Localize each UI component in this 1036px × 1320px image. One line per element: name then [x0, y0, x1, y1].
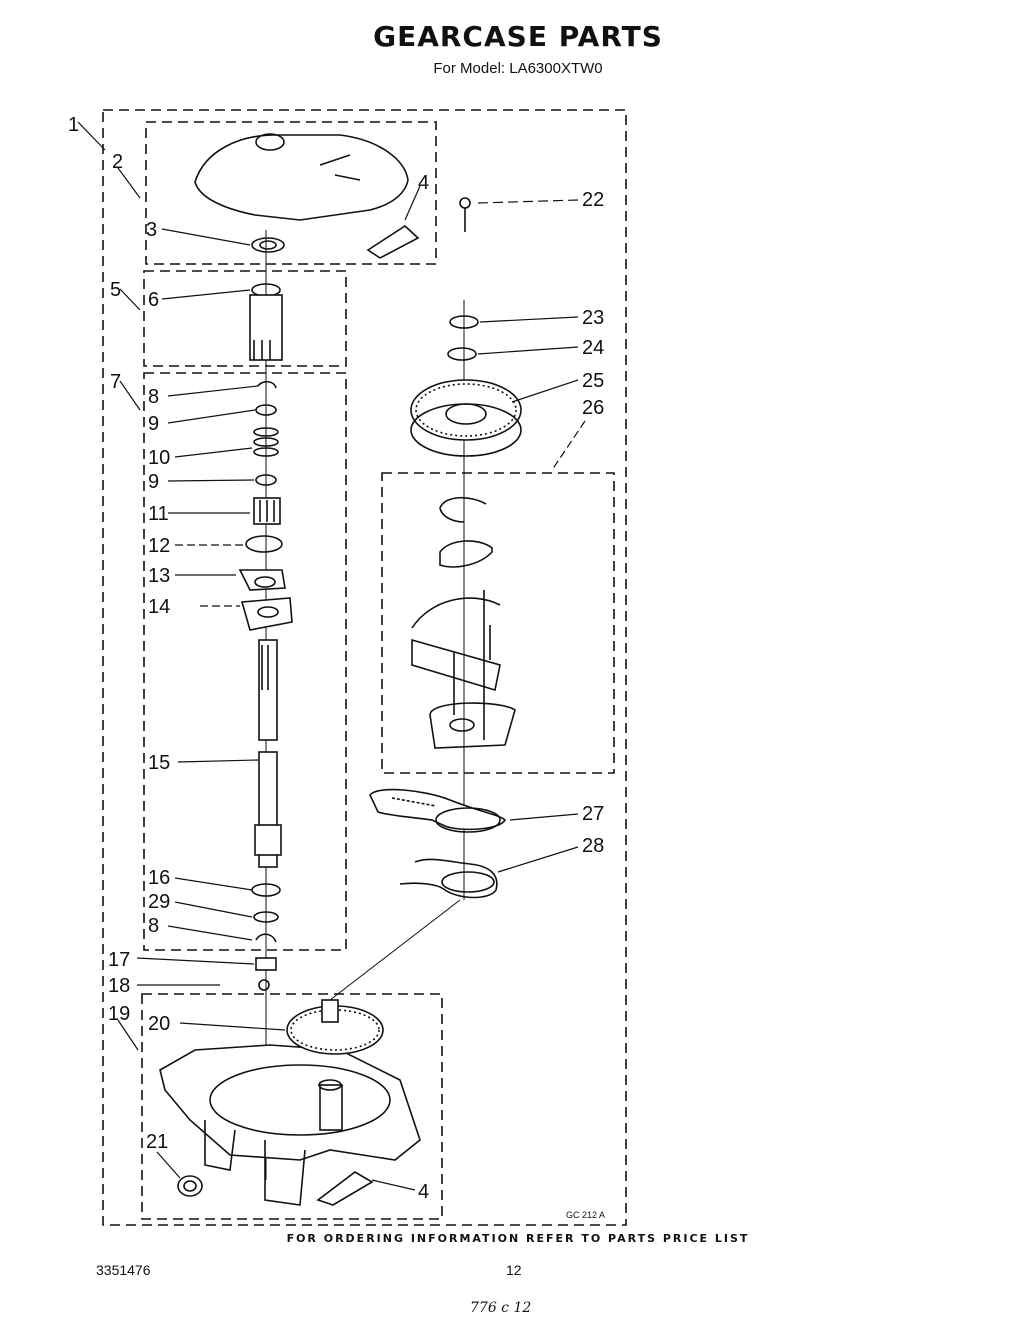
callout-4-bottom: 4 — [418, 1181, 429, 1203]
screw-part-22 — [459, 197, 471, 232]
gear-part-20 — [286, 999, 384, 1055]
callout-28: 28 — [582, 835, 604, 857]
gearcase-base-part-19 — [159, 1044, 421, 1206]
gearcase-cover — [194, 133, 409, 221]
callout-20: 20 — [148, 1013, 170, 1035]
callout-10: 10 — [148, 447, 170, 469]
agitator-shaft-part-15 — [254, 639, 282, 868]
spring-part-10 — [253, 427, 279, 457]
model-subtitle: For Model: LA6300XTW0 — [433, 60, 603, 77]
callout-9-first: 9 — [148, 413, 159, 435]
plug-part-21 — [177, 1175, 203, 1197]
callout-14: 14 — [148, 596, 170, 618]
callout-24: 24 — [582, 337, 604, 359]
clip-part-8b — [255, 933, 277, 943]
callout-7: 7 — [110, 371, 121, 393]
page-title: GEARCASE PARTS — [373, 20, 663, 53]
washer-part-29 — [253, 911, 279, 923]
seal-part-3 — [251, 237, 285, 253]
callout-8-bottom: 8 — [148, 915, 159, 937]
washer-part-9b — [255, 474, 277, 486]
callout-9-second: 9 — [148, 471, 159, 493]
bearing-part-17 — [255, 957, 277, 971]
callout-13: 13 — [148, 565, 170, 587]
page-number: 12 — [506, 1262, 522, 1278]
callout-1: 1 — [68, 114, 79, 136]
gear-part-11 — [253, 497, 281, 525]
figure-code: GC 212 A — [566, 1210, 605, 1220]
washer-part-23 — [449, 315, 479, 329]
callout-2: 2 — [112, 151, 123, 173]
ordering-note: FOR ORDERING INFORMATION REFER TO PARTS … — [286, 1232, 750, 1245]
callout-12: 12 — [148, 535, 170, 557]
assembly-frame-19 — [141, 993, 443, 1220]
assembly-frame-1 — [102, 109, 627, 1226]
clutch-assembly-part-26 — [411, 496, 516, 749]
assembly-frame-26 — [381, 472, 615, 774]
grease-tube-bottom — [316, 1171, 374, 1206]
cam-part-14 — [240, 597, 293, 631]
handwritten-note: 776 c 12 — [470, 1300, 532, 1316]
ball-part-18 — [258, 979, 270, 991]
callout-22: 22 — [582, 189, 604, 211]
gear-part-25 — [410, 379, 522, 457]
callout-3: 3 — [146, 219, 157, 241]
callout-11: 11 — [148, 503, 169, 525]
callout-19: 19 — [108, 1003, 130, 1025]
washer-part-9a — [255, 404, 277, 416]
callout-4-top: 4 — [418, 172, 429, 194]
assembly-frame-2 — [145, 121, 437, 265]
document-number: 3351476 — [96, 1262, 151, 1278]
callout-18: 18 — [108, 975, 130, 997]
leader-lines — [77, 121, 586, 1191]
washer-part-24 — [447, 347, 477, 361]
callout-29: 29 — [148, 891, 170, 913]
callout-26: 26 — [582, 397, 604, 419]
callout-16: 16 — [148, 867, 170, 889]
ring-part-12 — [245, 535, 283, 553]
callout-21: 21 — [146, 1131, 168, 1153]
shifter-fork-part-27 — [369, 788, 506, 833]
callout-15: 15 — [148, 752, 170, 774]
assembly-frame-5 — [143, 270, 347, 367]
clip-part-8a — [257, 380, 277, 389]
callout-25: 25 — [582, 370, 604, 392]
spring-clip-part-28 — [399, 858, 498, 899]
assembly-frame-7 — [143, 372, 347, 951]
callout-8-top: 8 — [148, 386, 159, 408]
grease-tube-top — [366, 224, 420, 259]
callout-23: 23 — [582, 307, 604, 329]
callout-27: 27 — [582, 803, 604, 825]
pinion-part-6 — [249, 283, 283, 361]
cam-part-13 — [238, 569, 286, 591]
callout-6: 6 — [148, 289, 159, 311]
callout-17: 17 — [108, 949, 130, 971]
callout-5: 5 — [110, 279, 121, 301]
